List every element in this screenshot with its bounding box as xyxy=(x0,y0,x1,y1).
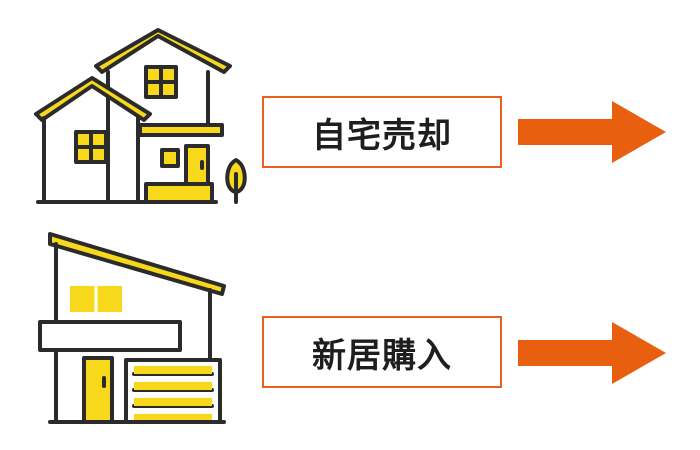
buy-new-home-label-box: 新居購入 xyxy=(262,316,502,388)
modern-house-icon xyxy=(38,232,226,424)
two-story-house-icon xyxy=(34,28,247,204)
sell-home-label: 自宅売却 xyxy=(312,115,452,156)
sell-home-label-box: 自宅売却 xyxy=(262,96,502,168)
arrow-right-icon xyxy=(518,322,666,384)
arrow-right-icon xyxy=(518,101,666,163)
buy-new-home-label: 新居購入 xyxy=(312,335,452,376)
